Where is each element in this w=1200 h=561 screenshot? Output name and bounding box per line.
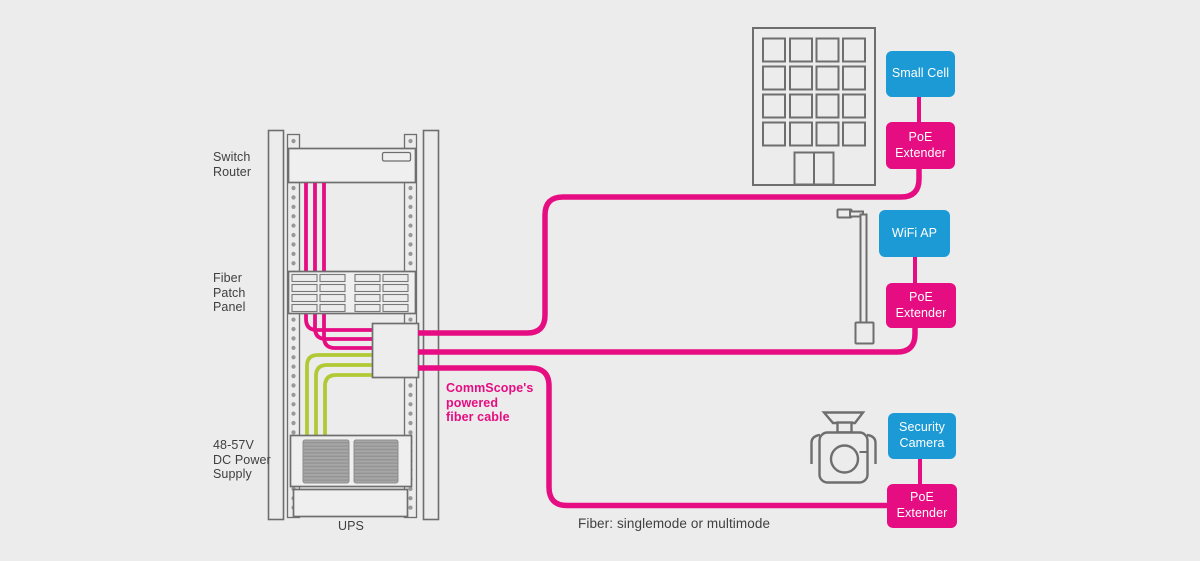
cable-to-security-camera — [418, 365, 892, 509]
device-connectors — [913, 95, 922, 487]
poe-extender-box-building: PoE Extender — [886, 122, 955, 169]
fiber-patch-panel-unit — [287, 270, 417, 315]
wifi-ap-box: WiFi AP — [879, 210, 950, 257]
dc-power-supply-label: 48-57V DC Power Supply — [213, 438, 271, 482]
switch-router-label: Switch Router — [213, 150, 252, 179]
rack-power-cables — [305, 353, 375, 435]
dc-power-supply-unit — [289, 434, 413, 488]
fiber-patch-panel-label: Fiber Patch Panel — [213, 271, 246, 315]
cable-to-wifi-ap — [418, 325, 918, 355]
powered-fiber-cable-label: CommScope's powered fiber cable — [446, 381, 534, 425]
poe-extender-box-pole: PoE Extender — [886, 283, 956, 328]
cable-to-small-cell — [418, 167, 922, 336]
powered-fiber-cables — [418, 167, 922, 509]
security-camera-box: Security Camera — [888, 413, 956, 459]
small-cell-box: Small Cell — [886, 51, 955, 97]
fiber-mode-note: Fiber: singlemode or multimode — [578, 516, 771, 531]
ups-unit — [292, 488, 409, 518]
poe-extender-box-camera: PoE Extender — [887, 484, 957, 528]
switch-router-unit — [287, 147, 417, 184]
ups-label: UPS — [337, 519, 364, 533]
security-camera-icon — [810, 411, 877, 484]
light-pole-icon — [836, 208, 875, 345]
rack-fiber-cables — [304, 183, 375, 350]
building-icon — [752, 27, 876, 186]
junction-box — [371, 322, 420, 379]
